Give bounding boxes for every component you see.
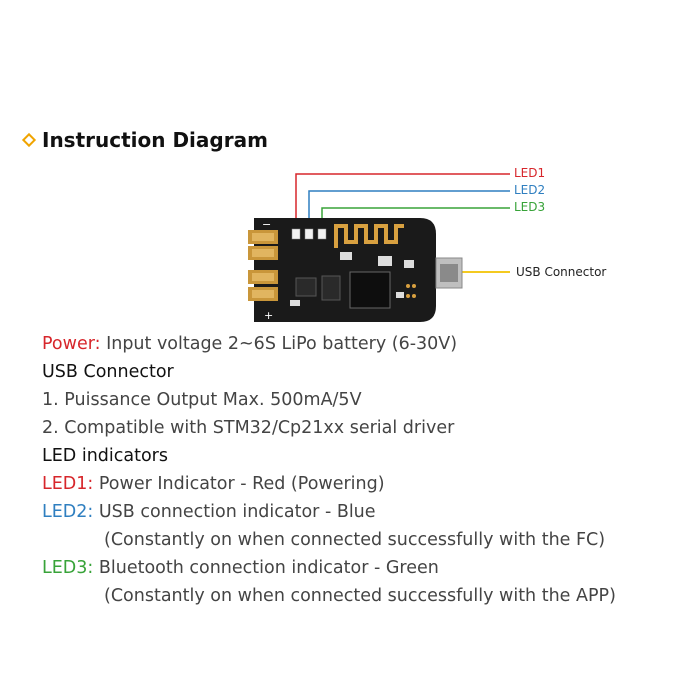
led1-pad (291, 228, 301, 240)
led2-label: LED2: (42, 502, 94, 522)
led3-label: LED3: (42, 558, 94, 578)
pcb-board: − + (248, 218, 463, 322)
usb-spec-1: 1. Puissance Output Max. 500mA/5V (42, 390, 362, 410)
usb-heading: USB Connector (42, 362, 174, 382)
led1-line: LED1: Power Indicator - Red (Powering) (42, 470, 682, 498)
description: Power: Input voltage 2~6S LiPo battery (… (42, 330, 682, 610)
led2-text: USB connection indicator - Blue (93, 502, 376, 522)
power-line: Power: Input voltage 2~6S LiPo battery (… (42, 330, 682, 358)
bluetooth-antenna (334, 224, 404, 248)
power-text: Input voltage 2~6S LiPo battery (6-30V) (100, 334, 458, 354)
section-title: Instruction Diagram (21, 128, 268, 152)
usb-callout: USB Connector (516, 265, 607, 279)
led-heading: LED indicators (42, 446, 168, 466)
minus-mark: − (262, 218, 271, 231)
title-text: Instruction Diagram (42, 128, 268, 152)
led1-text: Power Indicator - Red (Powering) (93, 474, 385, 494)
usb-spec-2: 2. Compatible with STM32/Cp21xx serial d… (42, 418, 455, 438)
led1-callout: LED1 (514, 166, 546, 180)
main-chip (349, 271, 391, 309)
led3-callout: LED3 (514, 200, 546, 214)
led3-line: LED3: Bluetooth connection indicator - G… (42, 554, 682, 582)
chip-mid (321, 275, 341, 301)
led2-callout: LED2 (514, 183, 546, 197)
led2-note: (Constantly on when connected successful… (104, 530, 606, 550)
led1-label: LED1: (42, 474, 94, 494)
led3-note: (Constantly on when connected successful… (104, 586, 616, 606)
led2-leader-line (308, 190, 510, 230)
led3-text: Bluetooth connection indicator - Green (93, 558, 439, 578)
led3-pad (317, 228, 327, 240)
chip-small (295, 277, 317, 297)
board-diagram: − + (248, 173, 510, 322)
plus-mark: + (264, 309, 273, 322)
led2-line: LED2: USB connection indicator - Blue (42, 498, 682, 526)
led1-leader-line (295, 173, 510, 230)
power-label: Power: (42, 334, 101, 354)
led2-pad (304, 228, 314, 240)
